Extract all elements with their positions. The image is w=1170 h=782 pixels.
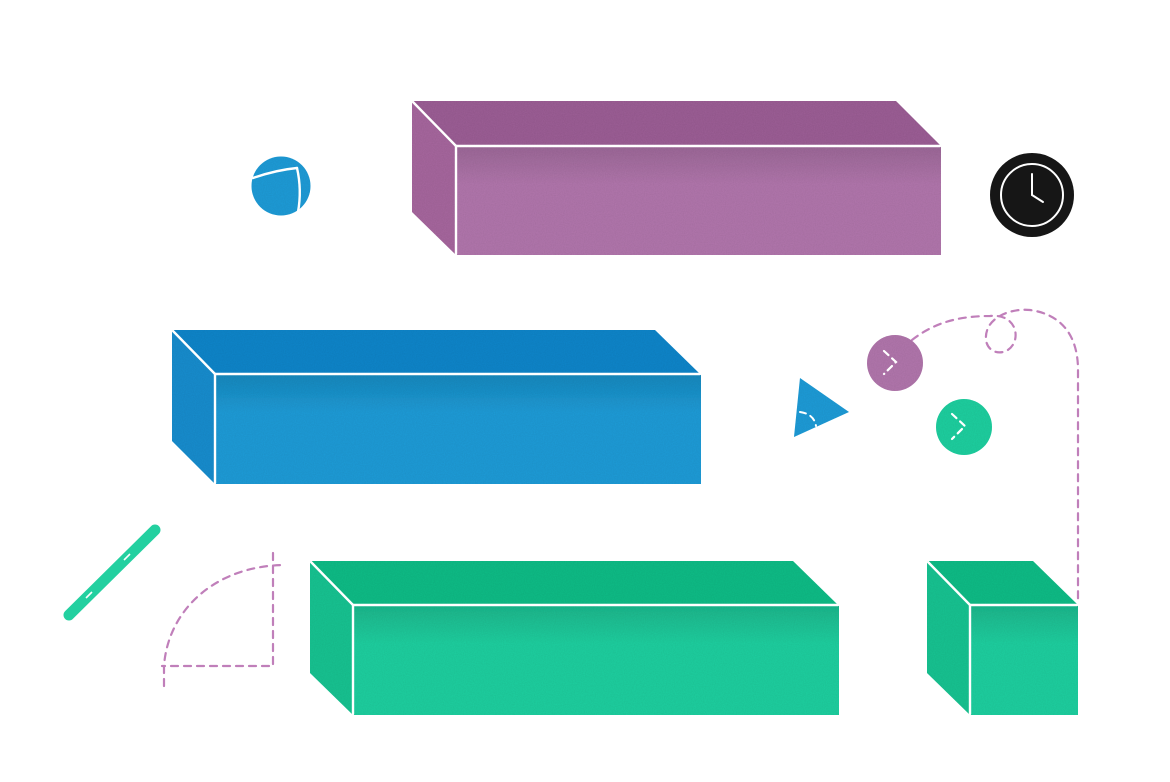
ball-icon — [251, 156, 311, 216]
purple-block-side — [412, 101, 456, 255]
dashed-quarter-arc — [160, 551, 286, 688]
green-block-small-edges — [926, 560, 1079, 716]
green-block-large — [310, 561, 839, 715]
stick-icon — [63, 524, 161, 621]
purple-block-edges — [411, 100, 942, 256]
clock-icon — [990, 153, 1074, 237]
green-block-large-top — [310, 561, 838, 605]
blue-block-side — [172, 330, 215, 484]
green-block-large-side — [310, 561, 353, 715]
play-triangle-icon — [794, 378, 849, 437]
chevron-right-circle-icon — [867, 335, 923, 391]
blue-block-edges — [171, 329, 702, 485]
blue-block-top — [172, 330, 700, 374]
blue-block — [172, 330, 701, 484]
chevron-right-circle-icon — [936, 399, 992, 455]
purple-block — [412, 101, 941, 255]
purple-block-top — [412, 101, 941, 146]
green-block-small-top — [927, 561, 1078, 605]
dashed-path-loop — [910, 308, 1080, 602]
green-block-small-side — [927, 561, 970, 715]
green-block-small — [927, 561, 1078, 715]
green-block-large-edges — [309, 560, 840, 716]
